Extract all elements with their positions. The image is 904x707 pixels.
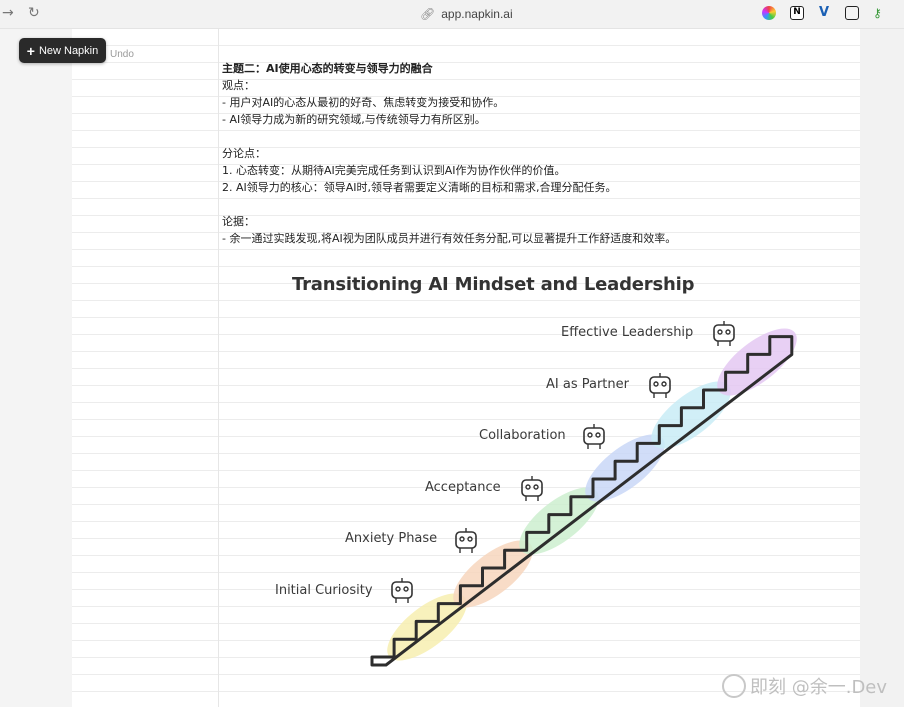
left-gutter bbox=[0, 29, 70, 707]
notion-icon[interactable]: N bbox=[790, 6, 804, 20]
head-gears-icon bbox=[455, 528, 477, 553]
robot-icon bbox=[649, 373, 671, 398]
step-color-wash bbox=[717, 328, 797, 396]
text-line: 论据： bbox=[222, 215, 255, 228]
staircase-outline bbox=[370, 335, 794, 667]
robot-tools-icon bbox=[391, 578, 413, 603]
watermark-text: 即刻 @余一.Dev bbox=[750, 677, 888, 698]
right-gutter bbox=[860, 29, 904, 707]
text-line: 观点： bbox=[222, 79, 255, 92]
address-bar[interactable]: 🔗︎ app.napkin.ai bbox=[420, 7, 513, 21]
reader-icon[interactable] bbox=[845, 6, 859, 20]
watermark: 即刻 @余一.Dev bbox=[722, 673, 887, 699]
hands-gear-icon bbox=[583, 424, 605, 449]
document-body[interactable]: 主题二：AI使用心态的转变与领导力的融合 观点： - 用户对AI的心态从最初的好… bbox=[222, 60, 822, 247]
undo-button[interactable]: Undo bbox=[110, 49, 134, 60]
step-label-effective-leadership[interactable]: Effective Leadership bbox=[561, 325, 694, 340]
steering-icon bbox=[713, 321, 735, 346]
step-color-wash bbox=[585, 434, 665, 502]
step-color-wash bbox=[519, 487, 599, 555]
plus-icon: + bbox=[26, 42, 35, 59]
forward-arrow-icon[interactable]: → bbox=[2, 5, 14, 21]
text-line: 分论点： bbox=[222, 147, 266, 160]
text-line: - 用户对AI的心态从最初的好奇、焦虑转变为接受和协作。 bbox=[222, 96, 505, 109]
step-label-anxiety-phase[interactable]: Anxiety Phase bbox=[345, 531, 438, 546]
text-line: 1. 心态转变：从期待AI完美完成任务到认识到AI作为协作伙伴的价值。 bbox=[222, 164, 566, 177]
diagram-title[interactable]: Transitioning AI Mindset and Leadership bbox=[292, 274, 695, 295]
step-color-wash bbox=[453, 540, 533, 608]
color-extension-icon[interactable] bbox=[762, 6, 776, 20]
text-line: 2. AI领导力的核心：领导AI时,领导者需要定义清晰的目标和需求,合理分配任务… bbox=[222, 181, 617, 194]
step-label-acceptance[interactable]: Acceptance bbox=[425, 480, 501, 495]
step-label-ai-as-partner[interactable]: AI as Partner bbox=[546, 377, 629, 392]
v-extension-icon[interactable]: V bbox=[818, 5, 830, 20]
new-napkin-label: New Napkin bbox=[38, 44, 99, 57]
address-url: app.napkin.ai bbox=[441, 7, 513, 21]
reload-icon[interactable]: ↻ bbox=[28, 5, 40, 21]
margin-line bbox=[218, 29, 219, 707]
new-napkin-button[interactable]: + New Napkin bbox=[19, 38, 106, 63]
text-line: - AI领导力成为新的研究领域,与传统领导力有所区别。 bbox=[222, 113, 486, 126]
link-icon: 🔗︎ bbox=[420, 7, 436, 21]
text-line: - 余一通过实践发现,将AI视为团队成员并进行有效任务分配,可以显著提升工作舒适… bbox=[222, 232, 677, 245]
handshake-icon bbox=[521, 476, 543, 501]
jike-logo-icon bbox=[722, 674, 746, 698]
key-extension-icon[interactable]: ⚷ bbox=[873, 6, 882, 20]
step-label-collaboration[interactable]: Collaboration bbox=[479, 428, 566, 443]
document-title: 主题二：AI使用心态的转变与领导力的融合 bbox=[222, 62, 433, 75]
step-color-wash bbox=[651, 381, 731, 449]
browser-toolbar: → ↻ 🔗︎ app.napkin.ai N V ⚷ bbox=[0, 0, 904, 29]
step-label-initial-curiosity[interactable]: Initial Curiosity bbox=[275, 583, 373, 598]
step-color-wash bbox=[387, 593, 467, 661]
